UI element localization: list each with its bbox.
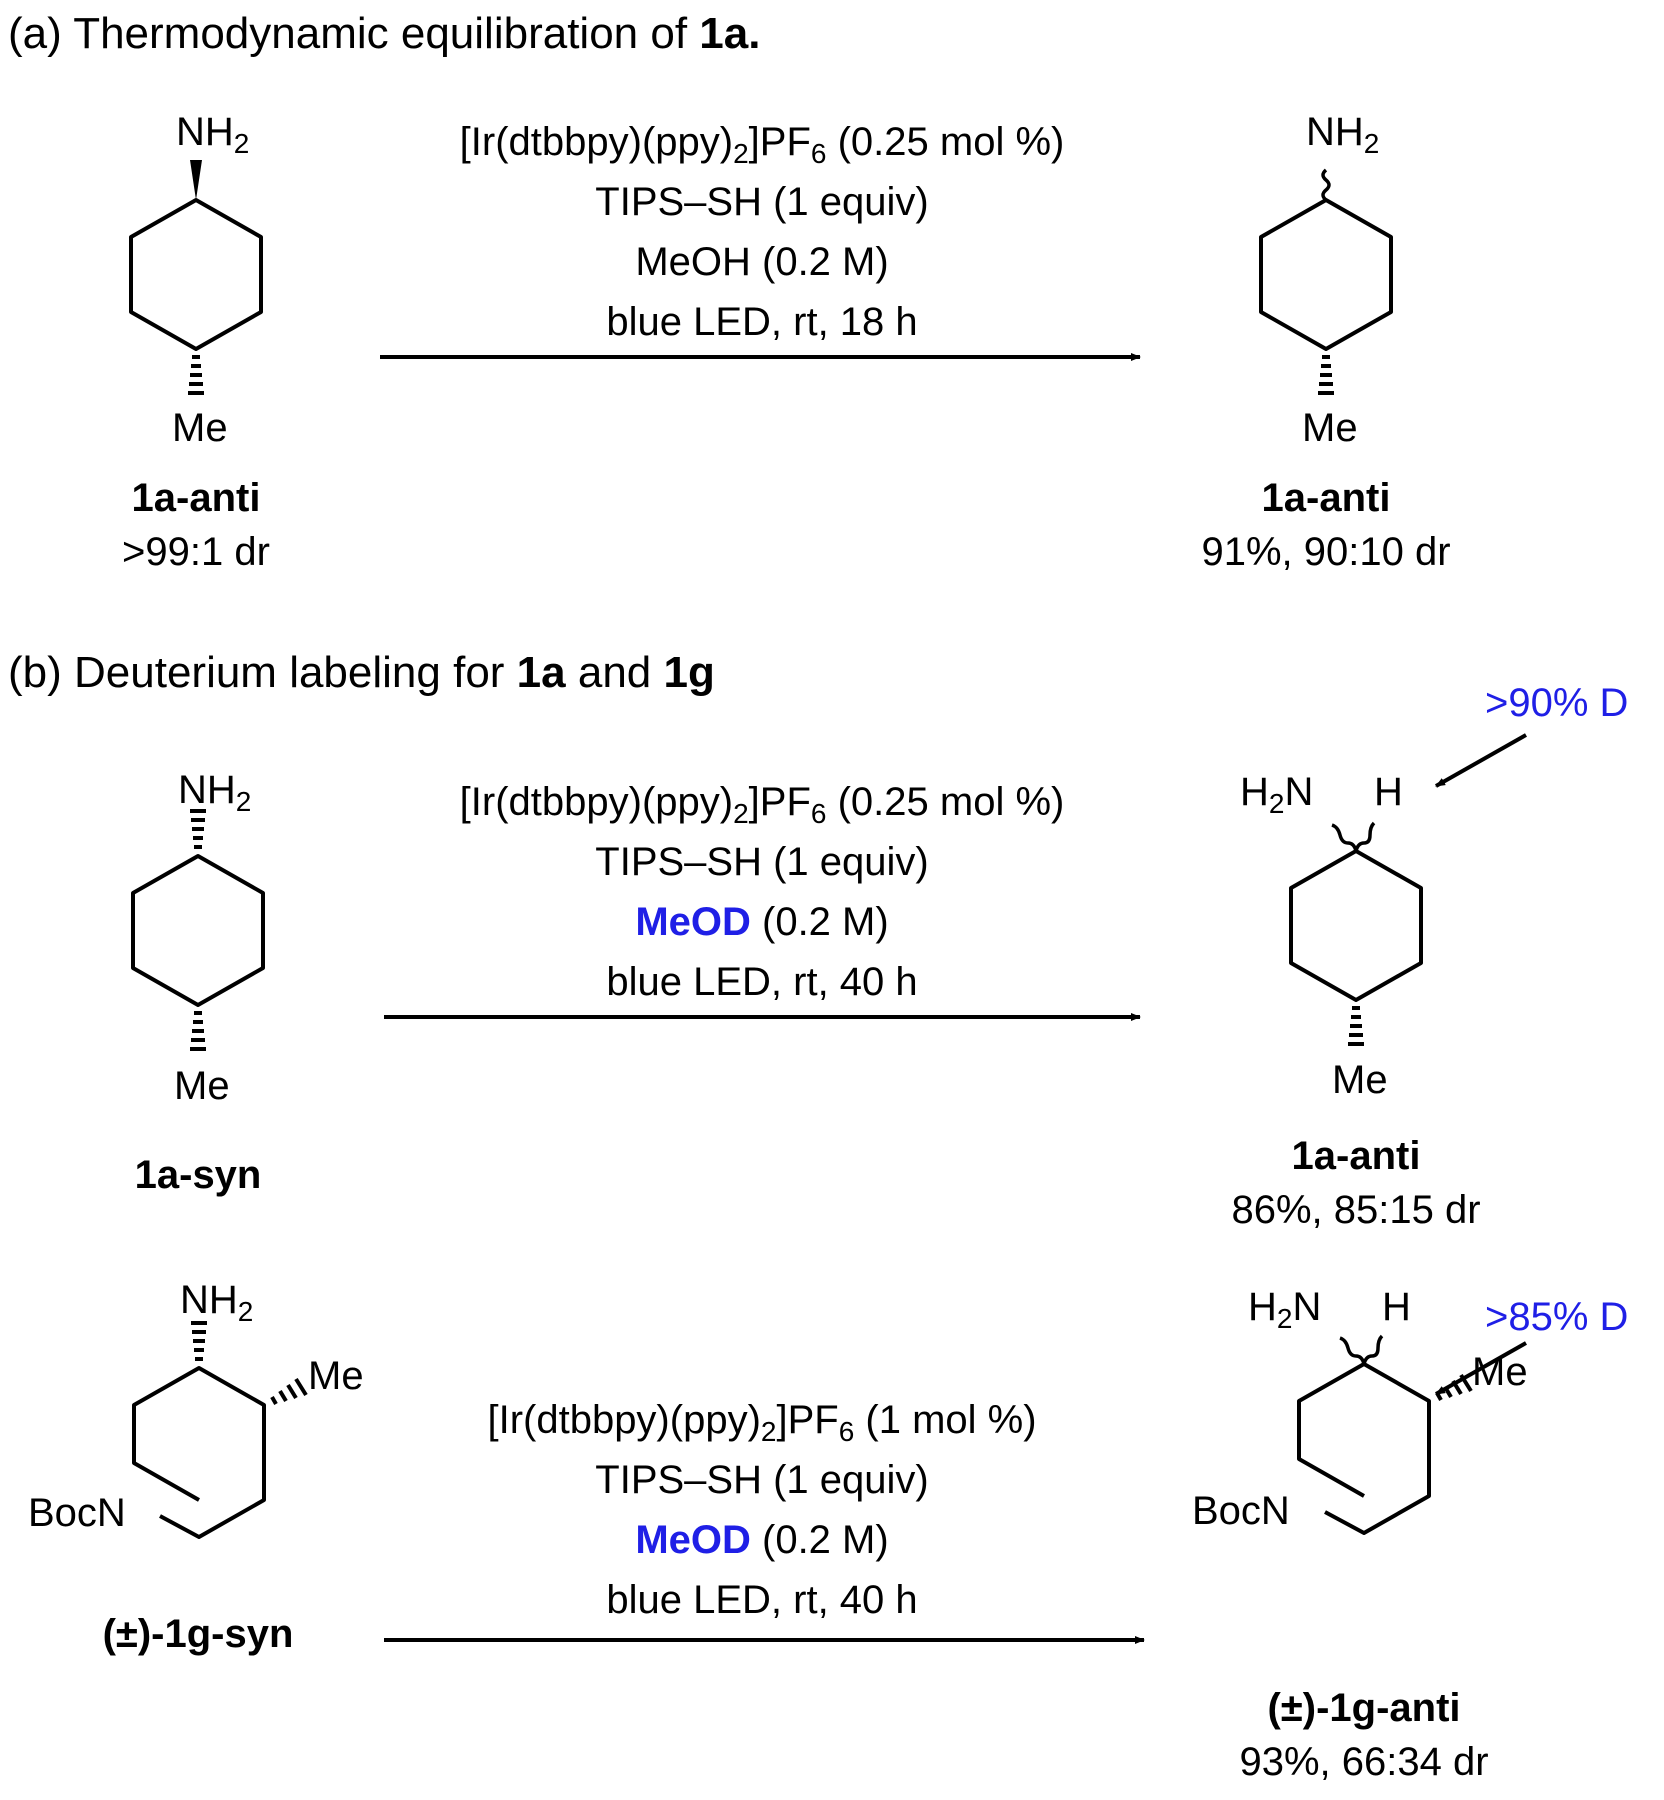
sm-b2-hash-up — [191, 1321, 207, 1361]
prod-b1-label: 1a-anti — [1291, 1134, 1421, 1178]
prod-b2-label: (±)-1g-anti — [1267, 1686, 1461, 1730]
section-a-heading: (a) Thermodynamic equilibration of 1a. — [8, 12, 760, 56]
sm-b2-bocn: BocN — [28, 1491, 126, 1535]
prod-b1-wavy-right — [1354, 821, 1376, 852]
sm-b1-me: Me — [174, 1064, 230, 1108]
sm-b1-hash-up — [190, 809, 206, 849]
prod-b2-me: Me — [1472, 1350, 1528, 1394]
prod-a-hash-bond — [1318, 355, 1334, 395]
cond-b2-catalyst: [Ir(dtbbpy)(ppy)2]PF6 (1 mol %) — [487, 1398, 1037, 1447]
prod-b2-h2n: H2N — [1248, 1285, 1322, 1334]
prod-b1-h: H — [1374, 770, 1403, 814]
prod-a-ring — [1259, 198, 1393, 351]
sm-b1-nh2: NH2 — [178, 768, 252, 817]
section-b-heading-text: (b) Deuterium labeling for — [8, 648, 517, 697]
prod-a-yield: 91%, 90:10 dr — [1201, 530, 1451, 574]
sm-b2-label: (±)-1g-syn — [102, 1612, 294, 1656]
sm-a-label: 1a-anti — [131, 476, 261, 520]
prod-a-nh2: NH2 — [1306, 110, 1380, 159]
sm-b1-label: 1a-syn — [134, 1153, 262, 1197]
section-a-heading-bold: 1a. — [699, 9, 761, 58]
deut-arrow-b1 — [1435, 733, 1527, 788]
section-b-heading-mid: and — [565, 648, 664, 697]
sm-b2-me: Me — [308, 1354, 364, 1398]
cond-a-catalyst: [Ir(dtbbpy)(ppy)2]PF6 (0.25 mol %) — [459, 120, 1065, 169]
cond-b1-thiol: TIPS–SH (1 equiv) — [595, 840, 929, 884]
cond-a-light: blue LED, rt, 18 h — [606, 300, 918, 344]
cond-b1-solvent: MeOD (0.2 M) — [635, 900, 889, 944]
prod-b1-hash-bond — [1348, 1006, 1364, 1046]
prod-b1-h2n: H2N — [1240, 770, 1314, 819]
prod-b2-h: H — [1382, 1285, 1411, 1329]
section-b-heading-bold1: 1a — [516, 648, 566, 697]
cond-b2-thiol: TIPS–SH (1 equiv) — [595, 1458, 929, 1502]
prod-b1-yield: 86%, 85:15 dr — [1231, 1188, 1481, 1232]
sm-b2-hash-me — [270, 1377, 308, 1405]
cond-b1-catalyst: [Ir(dtbbpy)(ppy)2]PF6 (0.25 mol %) — [459, 780, 1065, 829]
prod-a-me: Me — [1302, 406, 1358, 450]
deut-b1-label: >90% D — [1485, 681, 1629, 725]
sm-a-dr: >99:1 dr — [122, 530, 270, 574]
section-b-heading-bold2: 1g — [663, 648, 715, 697]
prod-b2-wavy-left — [1339, 1336, 1366, 1365]
sm-a-hash-bond — [188, 355, 204, 395]
prod-b2-bocn: BocN — [1192, 1489, 1290, 1533]
section-a-heading-text: (a) Thermodynamic equilibration of — [8, 9, 700, 58]
prod-a-wavy-bond — [1321, 168, 1331, 202]
sm-a-me: Me — [172, 406, 228, 450]
prod-b2-wavy-right — [1362, 1334, 1384, 1365]
cond-b2-light: blue LED, rt, 40 h — [606, 1578, 918, 1622]
sm-a-ring — [129, 198, 263, 351]
cond-b2-solvent: MeOD (0.2 M) — [635, 1518, 889, 1562]
sm-b1-hash-down — [190, 1011, 206, 1051]
prod-a-label: 1a-anti — [1261, 476, 1391, 520]
sm-b1-ring — [131, 854, 265, 1007]
cond-b1-light: blue LED, rt, 40 h — [606, 960, 918, 1004]
prod-b1-me: Me — [1332, 1058, 1388, 1102]
sm-b2-ring — [132, 1366, 266, 1539]
prod-b2-yield: 93%, 66:34 dr — [1239, 1740, 1489, 1784]
prod-b1-ring — [1289, 849, 1423, 1002]
section-b-heading: (b) Deuterium labeling for 1a and 1g — [8, 651, 715, 695]
deut-arrow-b2 — [1435, 1341, 1527, 1396]
prod-b1-wavy-left — [1331, 823, 1358, 852]
sm-a-nh2: NH2 — [176, 110, 250, 159]
prod-b2-ring — [1297, 1362, 1431, 1535]
deut-b2-label: >85% D — [1485, 1295, 1629, 1339]
sm-a-wedge-bond — [190, 160, 202, 200]
cond-a-solvent: MeOH (0.2 M) — [635, 240, 889, 284]
sm-b2-nh2: NH2 — [180, 1278, 254, 1327]
cond-a-thiol: TIPS–SH (1 equiv) — [595, 180, 929, 224]
